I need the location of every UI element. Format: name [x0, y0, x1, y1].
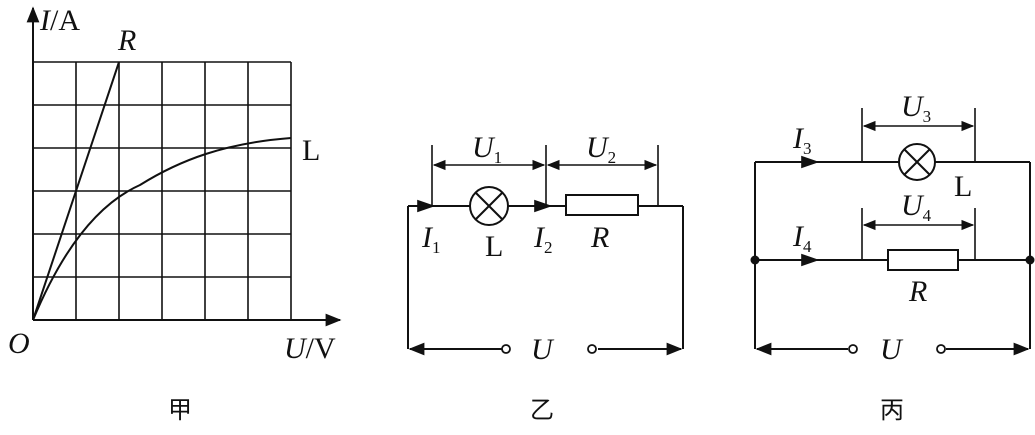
lamp-label: L [485, 230, 503, 263]
curve-r-label: R [117, 24, 136, 57]
caption-jia: 甲 [168, 396, 192, 424]
resistor-symbol-parallel [887, 249, 959, 271]
u1-label: U1 [472, 131, 502, 167]
supply-label-parallel: U [880, 333, 904, 366]
y-axis-label: I/A [39, 4, 80, 37]
iu-graph: I/A R L O U/V 甲 [8, 4, 342, 424]
caption-yi: 乙 [530, 396, 554, 424]
terminal-left [501, 344, 511, 354]
u2-label: U2 [586, 131, 616, 167]
junction-left [750, 255, 760, 265]
u3-label: U3 [901, 90, 931, 126]
i4-label: I4 [792, 220, 812, 256]
terminal-left-parallel [848, 344, 858, 354]
resistor-symbol [565, 194, 639, 216]
series-circuit: U1 U2 I1 L I2 R U 乙 [407, 131, 684, 424]
parallel-circuit: U3 U4 I3 I4 L R U 丙 [750, 90, 1035, 424]
lamp-symbol [469, 186, 509, 226]
terminal-right [587, 344, 597, 354]
curve-l-label: L [302, 134, 320, 167]
resistor-iu-line [32, 61, 120, 321]
junction-right [1025, 255, 1035, 265]
i2-label: I2 [533, 221, 553, 257]
x-axis-label: U/V [284, 332, 336, 365]
lamp-symbol-parallel [898, 143, 936, 181]
caption-bing: 丙 [880, 396, 904, 424]
u4-label: U4 [901, 189, 932, 225]
i3-label: I3 [792, 122, 812, 158]
terminal-right-parallel [936, 344, 946, 354]
lamp-iu-curve [32, 137, 292, 321]
resistor-label: R [590, 221, 609, 254]
graph-grid [33, 61, 292, 320]
origin-label: O [8, 327, 30, 360]
i1-label: I1 [421, 221, 441, 257]
supply-label: U [531, 333, 555, 366]
lamp-label-parallel: L [954, 170, 972, 203]
resistor-label-parallel: R [908, 275, 927, 308]
